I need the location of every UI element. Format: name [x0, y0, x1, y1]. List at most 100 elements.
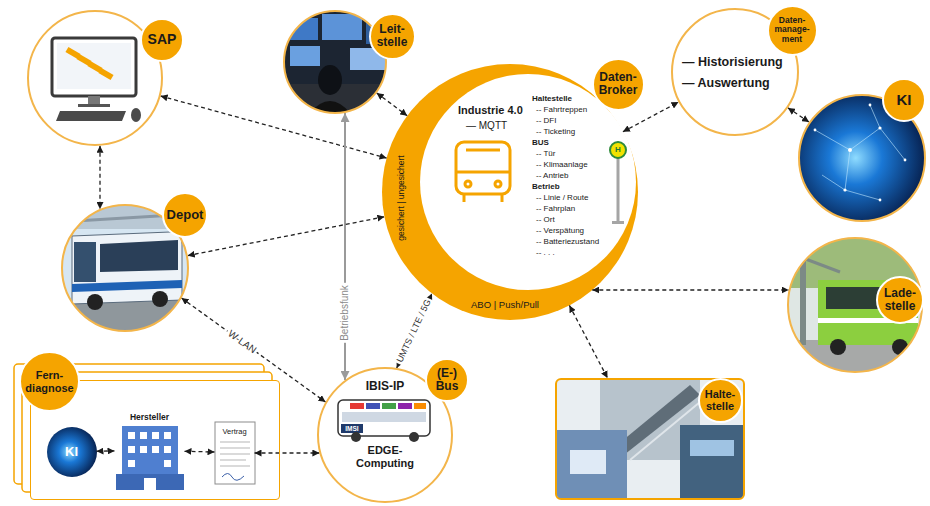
charging-photo [818, 280, 918, 345]
heading-text: Industrie 4.0 [458, 104, 523, 117]
stop-sign-letter: H [615, 145, 621, 155]
list-item: -- Fahrplan [536, 204, 575, 214]
list-item: -- Klimaanlage [536, 160, 588, 170]
badge-text: Daten- Broker [599, 71, 638, 97]
badge-text: Depot [167, 208, 204, 222]
feature-text: EDGE- Computing [356, 444, 414, 470]
computer-illustration [131, 108, 141, 122]
list-item: -- DFI [536, 116, 556, 126]
list-item: -- Fahrtreppen [536, 105, 587, 115]
control-room-photo [318, 65, 342, 95]
list-item: -- Antrieb [536, 171, 568, 181]
ki-icon-illustration [47, 427, 97, 477]
broker-ring [466, 149, 500, 152]
badge-text: Halte- stelle [705, 388, 736, 412]
icon-label: Hersteller [128, 411, 171, 421]
document-illustration [222, 474, 244, 481]
network-illustration [879, 199, 882, 202]
document-illustration [220, 442, 250, 466]
document-illustration [220, 466, 250, 467]
photo-circle: Leit- stelle [283, 10, 387, 114]
data-circle: Daten- manage- ment— Historisierung— Aus… [671, 8, 799, 136]
building-illustration [152, 446, 159, 453]
bus-illustration [350, 403, 364, 409]
depot-photo [60, 300, 190, 335]
connector [569, 305, 607, 378]
protocol-text: — MQTT [466, 120, 507, 132]
broker-circle: Daten- Brokergesichert | ungesichertIndu… [382, 64, 638, 320]
list-heading: BUS [532, 138, 549, 148]
station-photo [690, 440, 734, 456]
badge-text: Lade- stelle [884, 287, 916, 313]
connector [377, 93, 408, 116]
badge-circle: KI [882, 78, 926, 122]
connector [185, 451, 215, 453]
broker-ring [456, 142, 510, 194]
bus-illustration [414, 403, 426, 409]
bus-illustration [398, 403, 412, 409]
charging-photo [803, 258, 840, 272]
computer-illustration [52, 38, 136, 96]
charging-photo [786, 340, 926, 380]
control-room-photo [306, 101, 354, 118]
connector-label: Betriebsfunk [339, 283, 351, 343]
depot-photo [74, 242, 96, 282]
broker-ring [617, 158, 620, 222]
document-illustration [215, 422, 255, 484]
list-item: — Auswertung [682, 76, 770, 91]
computer-illustration [78, 104, 110, 107]
bus-illustration [366, 403, 380, 409]
computer-illustration [98, 68, 113, 80]
badge-circle: (E-) Bus [425, 358, 469, 402]
list-item: -- Tür [536, 149, 555, 159]
stacked-panels [14, 364, 280, 500]
bus-illustration [342, 412, 426, 422]
badge-text: Leit- stelle [377, 23, 408, 49]
building-illustration [128, 460, 135, 467]
list-item: -- Batteriezustand [536, 237, 599, 247]
control-room-photo [284, 18, 318, 40]
badge-text: (E-) Bus [436, 367, 459, 393]
control-room-photo [322, 14, 362, 40]
bus-illustration [338, 400, 430, 436]
broker-ring [612, 221, 624, 224]
building-illustration [116, 474, 184, 490]
badge-circle: Leit- stelle [369, 13, 416, 60]
badge-circle: SAP [140, 18, 184, 62]
badge-circle: Daten- manage- ment [767, 5, 818, 56]
badge-circle: Depot [162, 192, 208, 238]
building-illustration [164, 432, 171, 439]
building-illustration [116, 426, 184, 490]
list-item: -- Ticketing [536, 127, 575, 137]
document-illustration [220, 448, 250, 449]
badge-circle: Daten- Broker [592, 58, 645, 111]
broker-ring [463, 194, 466, 202]
document-illustration [220, 454, 250, 455]
broker-ring [610, 142, 626, 158]
building-illustration [164, 446, 171, 453]
photo-circle: Depot [61, 204, 189, 332]
connector [255, 452, 320, 453]
charging-photo [800, 255, 806, 345]
network-illustration [843, 188, 846, 191]
chip-label: IMSI [345, 425, 358, 433]
station-photo [557, 430, 627, 498]
depot-photo [72, 280, 182, 292]
broker-ring [456, 142, 510, 202]
list-item: — Historisierung [682, 55, 783, 70]
system-circle: SAP [27, 10, 163, 146]
station-photo [570, 450, 606, 474]
document-illustration [220, 460, 246, 461]
list-heading: Haltestelle [532, 94, 572, 104]
network-illustration [815, 105, 905, 200]
network-illustration [869, 104, 872, 107]
charging-photo [786, 236, 926, 380]
document-illustration [215, 422, 255, 484]
charging-photo [830, 339, 846, 355]
building-illustration [140, 446, 147, 453]
connector [99, 146, 100, 209]
list-item: -- Ort [536, 215, 555, 225]
computer-illustration [88, 96, 100, 104]
bus-illustration [351, 432, 361, 442]
